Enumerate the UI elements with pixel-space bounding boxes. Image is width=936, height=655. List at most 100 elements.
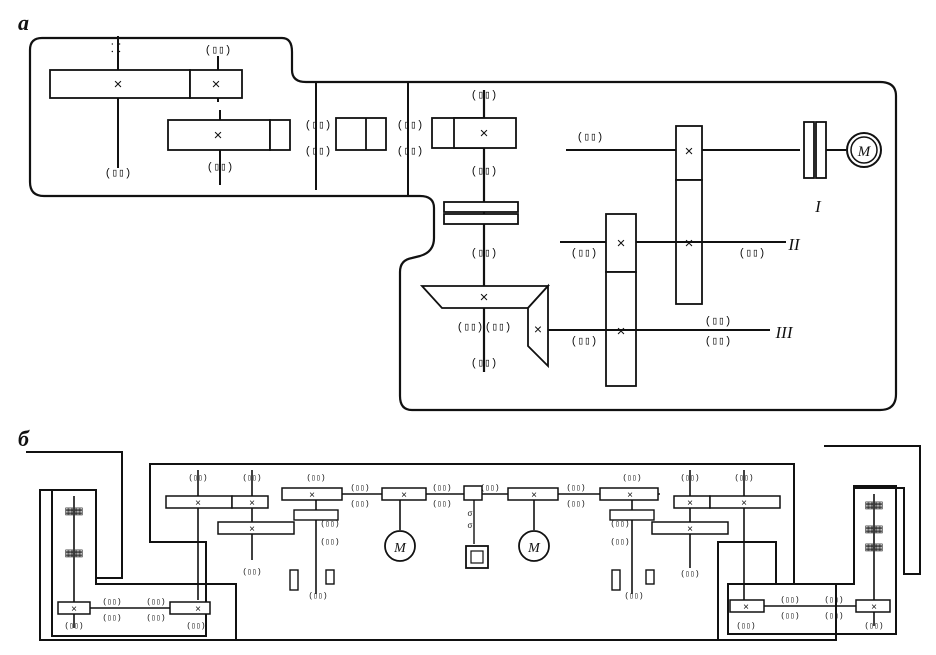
bearing-icon: (▯▯) (205, 45, 231, 57)
bearing-icon: (▯▯) (680, 474, 699, 483)
svg-text:▦▦: ▦▦ (865, 542, 884, 553)
bearing-icon: (▯▯) (308, 592, 327, 601)
bearing-icon: (▯▯) (102, 614, 121, 623)
panel-b-label: б (18, 426, 30, 451)
bearing-icon: (▯▯) (305, 146, 331, 158)
gear-center-mark: × (687, 524, 693, 535)
gear-center-mark: × (617, 235, 626, 252)
gear-center-mark: × (480, 289, 489, 306)
bearing-icon: (▯▯) (622, 474, 641, 483)
bearing-icon: (▯▯) (864, 622, 883, 631)
bearing-icon: (▯▯) (242, 474, 261, 483)
panel-b-right-bracket (718, 445, 921, 641)
gear-center-mark: × (249, 524, 255, 535)
motor-icon (846, 132, 882, 168)
panel-b-left-housing (51, 489, 207, 637)
bevel-gear-side (527, 283, 549, 369)
motor-icon (518, 530, 550, 562)
bearing-icon: (▯▯) (471, 248, 497, 260)
gear-center-mark: × (687, 498, 693, 509)
gear-center-mark: × (871, 602, 877, 613)
bearing-icon: (▯▯) (705, 336, 731, 348)
bearing-icon: (▯▯) (432, 484, 451, 493)
gear-group-left-upper: × × × (▯▯) (▯▯) (▯▯) (165, 470, 295, 600)
gear-center-mark: × (627, 490, 633, 501)
motor-icon (384, 530, 416, 562)
bearing-icon: (▯▯) (680, 570, 699, 579)
panel-a-label: а (18, 10, 29, 35)
bearing-icon: (▯▯) (397, 146, 423, 158)
bearing-icon: (▯▯) (207, 162, 233, 174)
shaft-label-I: I (814, 197, 822, 216)
bearing-icon: (▯▯) (146, 598, 165, 607)
bearing-icon: (▯▯) (736, 622, 755, 631)
motor-label: M (527, 541, 541, 556)
svg-text:▦▦: ▦▦ (65, 548, 84, 559)
gear-center-mark: × (214, 127, 223, 144)
svg-text:σ: σ (468, 521, 473, 530)
gear-center-mark: × (71, 604, 77, 615)
bearing-icon: (▯▯) (320, 520, 339, 529)
bearing-icon: (▯▯) (780, 612, 799, 621)
bearing-icon: (▯▯) (471, 358, 497, 370)
gear-center-mark: × (195, 604, 201, 615)
bearing-icon: (▯▯) (577, 132, 603, 144)
bearing-icon: (▯▯) (480, 484, 499, 493)
gear-center-mark: × (480, 125, 489, 142)
clutch-plate (443, 201, 519, 213)
gear-group-right-upper: × × × (▯▯) (▯▯) (▯▯) (651, 470, 781, 600)
gear-center-mark: × (531, 490, 537, 501)
bearing-icon: (▯▯) (105, 168, 131, 180)
coupling-block (335, 117, 387, 151)
bearing-icon: (▯▯) (780, 596, 799, 605)
bearing-icon: (▯▯) (306, 474, 325, 483)
gear-second-left: × (▯▯) (167, 110, 291, 185)
gear-center-mark: × (114, 76, 123, 93)
clutch-column-left: (▯▯) (▯▯) (▯▯) (289, 500, 340, 601)
bearing-icon: (▯▯) (485, 322, 511, 334)
svg-text:▦▦: ▦▦ (865, 500, 884, 511)
bearing-icon: (▯▯) (102, 598, 121, 607)
shaft-III-assembly: (▯▯) (▯▯) (▯▯) III (548, 316, 794, 348)
bearing-icon: (▯▯) (566, 500, 585, 509)
svg-text:σ: σ (468, 509, 473, 518)
bearing-icon: (▯▯) (64, 622, 83, 631)
central-vertical-shaft: (▯▯) × (▯▯) (▯▯) × (▯▯) (▯▯) (▯▯) × (419, 90, 551, 372)
svg-text:▦▦: ▦▦ (65, 506, 84, 517)
brake-unit-icon (465, 545, 489, 569)
bearing-icon: (▯▯) (188, 474, 207, 483)
bearing-icon: (▯▯) (397, 120, 423, 132)
bearing-icon: (▯▯) (457, 322, 483, 334)
gear-train-right-lower: ▦▦ ▦▦ ▦▦ × × (▯▯) (▯▯) (▯▯) (▯▯) (▯▯) (▯… (729, 494, 891, 631)
gear-center-mark: × (195, 498, 201, 509)
gear-center-mark: × (685, 235, 694, 252)
bearing-icon: (▯▯) (824, 612, 843, 621)
bearing-icon: (▯▯) (824, 596, 843, 605)
shaft-label-III: III (775, 323, 794, 342)
bearing-icon: (▯▯) (734, 474, 753, 483)
clutch-column-right: (▯▯) (▯▯) (▯▯) (609, 500, 655, 601)
clutch-icon: ⸬ (111, 41, 121, 55)
panel-a-housing (28, 36, 898, 412)
gear-center-mark: × (617, 323, 626, 340)
bearing-icon: (▯▯) (320, 538, 339, 547)
motor-label: M (857, 144, 872, 160)
bearing-icon: (▯▯) (624, 592, 643, 601)
gear-center-mark: × (212, 76, 221, 93)
central-horizontal-train: × × × × (▯▯) (▯▯) (▯▯) (▯▯) (▯▯) (▯▯) (▯… (281, 474, 660, 569)
gear-center-mark: × (534, 321, 542, 337)
bearing-icon: (▯▯) (305, 120, 331, 132)
motor-label: M (393, 541, 407, 556)
bearing-icon: (▯▯) (471, 166, 497, 178)
bearing-icon: (▯▯) (471, 90, 497, 102)
bearing-icon: (▯▯) (566, 484, 585, 493)
gear-train-left-lower: ▦▦ ▦▦ × × (▯▯) (▯▯) (▯▯) (▯▯) (▯▯) (▯▯) (57, 496, 211, 631)
gear-center-mark: × (741, 498, 747, 509)
bearing-icon: (▯▯) (186, 622, 205, 631)
panel-b-right-housing (727, 485, 897, 635)
bearing-icon: (▯▯) (242, 568, 261, 577)
gear-center-mark: × (743, 602, 749, 613)
bearing-icon: (▯▯) (571, 336, 597, 348)
coupling-disc (803, 121, 815, 179)
